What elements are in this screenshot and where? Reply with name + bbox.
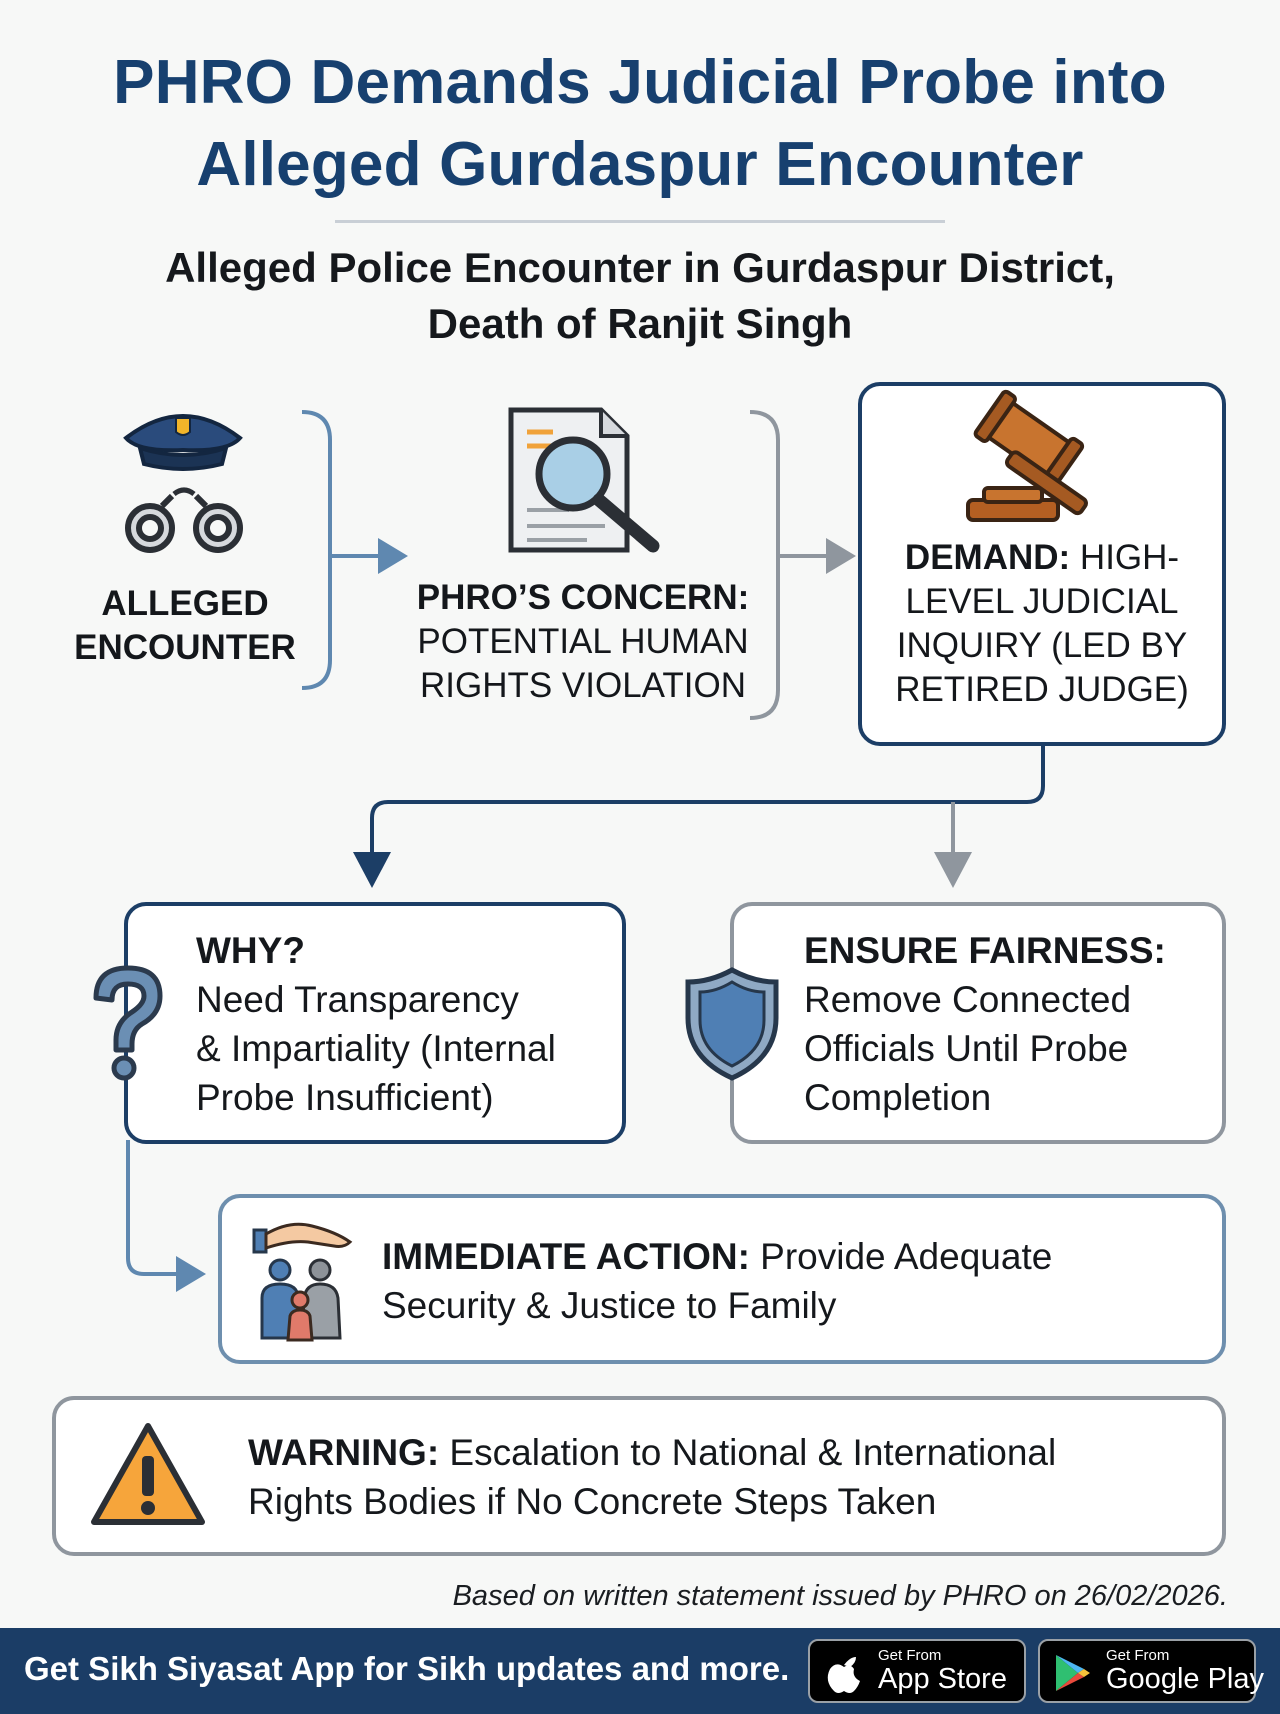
warning-box	[52, 1396, 1226, 1556]
warning-text: WARNING: Escalation to National & Intern…	[248, 1432, 1057, 1522]
question-mark-icon	[93, 965, 163, 1081]
subtitle: Alleged Police Encounter in Gurdaspur Di…	[0, 240, 1280, 352]
warning-icon	[91, 1423, 205, 1525]
protected-family-icon	[252, 1222, 353, 1342]
google-play-small: Get From	[1106, 1647, 1170, 1664]
step-alleged-encounter: ALLEGED ENCOUNTER	[74, 584, 296, 667]
gavel-icon	[966, 389, 1088, 522]
source-footnote: Based on written statement issued by PHR…	[452, 1580, 1228, 1612]
action-box	[218, 1194, 1226, 1364]
step-demand: DEMAND: HIGH- LEVEL JUDICIAL INQUIRY (LE…	[895, 538, 1189, 709]
app-store-button[interactable]: Get From App Store	[808, 1639, 1026, 1703]
police-cap-handcuffs-icon	[123, 414, 243, 553]
title-line-1: PHRO Demands Judicial Probe into	[113, 48, 1167, 117]
subtitle-line-1: Alleged Police Encounter in Gurdaspur Di…	[165, 244, 1115, 291]
apple-icon	[827, 1657, 860, 1693]
arrowhead-encounter-concern	[378, 538, 408, 574]
google-play-big: Google Play	[1106, 1663, 1264, 1695]
arrowhead-fairness	[934, 852, 972, 888]
fairness-box	[730, 902, 1226, 1144]
app-store-big: App Store	[878, 1663, 1007, 1695]
shield-icon	[685, 967, 779, 1081]
google-play-icon	[1056, 1655, 1090, 1691]
fairness-text: ENSURE FAIRNESS: Remove Connected Offici…	[804, 930, 1166, 1118]
connector-demand-why	[370, 744, 1045, 858]
page-title: PHRO Demands Judicial Probe into Alleged…	[0, 42, 1280, 206]
step-phro-concern: PHRO’S CONCERN: POTENTIAL HUMAN RIGHTS V…	[416, 578, 750, 705]
action-text: IMMEDIATE ACTION: Provide Adequate Secur…	[382, 1236, 1053, 1326]
google-play-button[interactable]: Get From Google Play	[1038, 1639, 1264, 1703]
connector-why-action	[126, 1140, 190, 1276]
subtitle-line-2: Death of Ranjit Singh	[427, 300, 853, 347]
title-line-2: Alleged Gurdaspur Encounter	[196, 130, 1084, 199]
arrowhead-why	[353, 852, 391, 888]
arrowhead-action	[176, 1256, 206, 1292]
police-cap-icon	[123, 414, 243, 471]
app-promo-text: Get Sikh Siyasat App for Sikh updates an…	[24, 1650, 790, 1687]
title-divider	[335, 220, 945, 223]
app-store-small: Get From	[878, 1647, 942, 1664]
bracket-encounter	[301, 410, 332, 690]
why-text: WHY? Need Transparency & Impartiality (I…	[196, 930, 556, 1118]
bracket-concern	[749, 410, 780, 720]
arrowhead-concern-demand	[826, 538, 856, 574]
document-magnifier-icon	[508, 407, 660, 553]
handcuffs-icon	[125, 487, 243, 553]
